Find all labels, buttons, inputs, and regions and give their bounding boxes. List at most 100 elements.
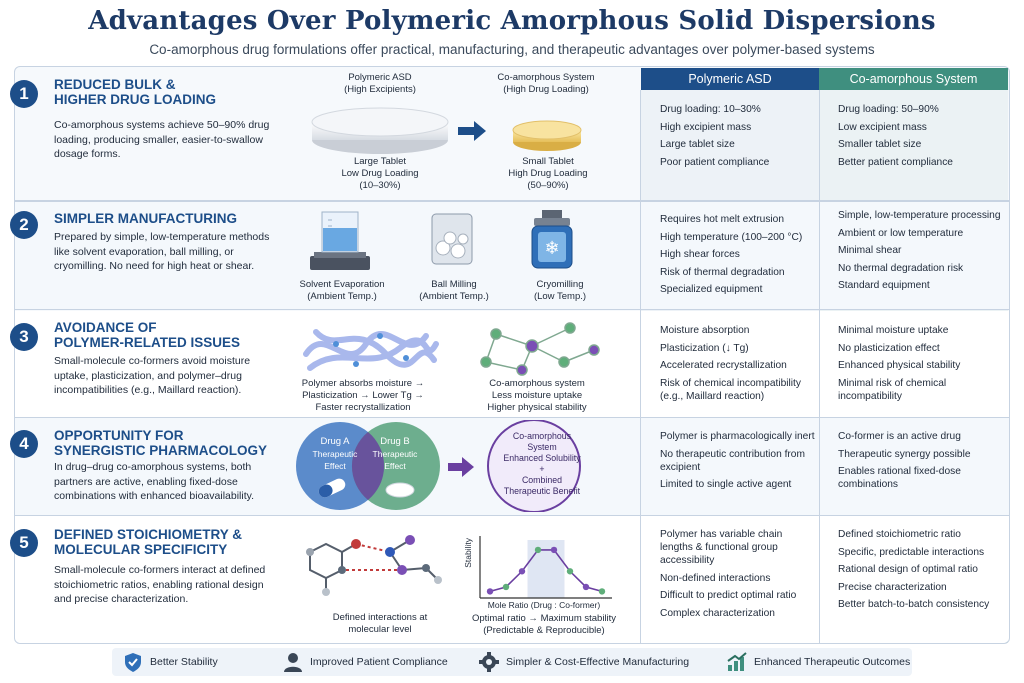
section-title-1: Reduced Bulk & Higher Drug Loading	[54, 77, 274, 107]
comparison-list-item: Plasticization (↓ Tg)	[660, 342, 749, 354]
ball-mill-jar-icon	[431, 213, 473, 265]
section-title-1-line2: Higher Drug Loading	[54, 92, 216, 107]
drug-a-label: Drug A Therapeutic Effect	[300, 436, 370, 472]
manufacturing-illustration: ❄	[310, 210, 573, 270]
combined-line5: Combined	[521, 475, 563, 485]
tablet-illustration	[311, 107, 582, 154]
comparison-list-item: Better batch-to-batch consistency	[838, 599, 990, 610]
comparison-list-item: Precise characterization	[838, 581, 947, 593]
column-divider-1	[640, 90, 641, 643]
drug-b-label: Drug B Therapeutic Effect	[362, 436, 428, 472]
comparison-list-item: Specialized equipment	[660, 284, 763, 295]
comparison-list-item: Requires hot melt extrusion	[660, 214, 785, 225]
section-title-3: Avoidance of Polymer-Related Issues	[54, 320, 274, 350]
polymer-caption-2: Plasticization → Lower Tg →	[302, 390, 424, 401]
drug-b-title: Drug B	[380, 436, 410, 447]
comparison-list-item: High excipient mass	[660, 121, 752, 133]
comparison-list-item: Enables rational fixed-dose combinations	[838, 466, 961, 490]
section-title-3-line2: Polymer-Related Issues	[54, 335, 241, 350]
drug-a-title: Drug A	[320, 436, 350, 447]
curve-point	[566, 568, 574, 575]
drug-b-sub2: Effect	[384, 461, 406, 471]
section-3-coamorphous-list: Minimal moisture uptake No plasticization…	[838, 324, 1006, 407]
shield-icon	[125, 653, 141, 672]
large-tablet-icon	[311, 107, 449, 154]
polymer-caption: Polymer absorbs moisture → Plasticizatio…	[292, 378, 434, 414]
comparison-list-item: Standard equipment	[838, 280, 930, 291]
section-title-5-line1: Defined Stoichiometry &	[54, 527, 243, 542]
cryomill-snowflake-icon: ❄	[531, 210, 573, 269]
comparison-list-item: Co-former is an active drug	[838, 431, 961, 442]
tablet-left-cap2: Low Drug Loading	[341, 168, 419, 179]
method-caption-1: Solvent Evaporation (Ambient Temp.)	[290, 279, 394, 303]
tablet-right-head: Co-amorphous System	[497, 72, 595, 83]
molecule-caption: Defined interactions at molecular level	[300, 612, 460, 636]
combined-line1: Co-amorphous	[512, 431, 572, 441]
comparison-list-item: Specific, predictable interactions	[838, 546, 985, 558]
comparison-list-item: Ambient or low temperature	[838, 227, 964, 239]
tablet-left-sub: (High Excipients)	[344, 84, 416, 95]
optimal-ratio-band	[527, 540, 565, 598]
ratio-caption-2: (Predictable & Reproducible)	[483, 625, 605, 636]
comparison-list-item: No plasticization effect	[838, 342, 940, 354]
synergy-venn-illustration	[296, 420, 581, 512]
curve-point	[598, 588, 606, 595]
curve-point	[518, 568, 526, 575]
comparison-list-item: Low excipient mass	[838, 121, 927, 133]
drug-a-sub2: Effect	[324, 461, 346, 471]
tablet-right-heading: Co-amorphous System (High Drug Loading)	[482, 72, 610, 96]
page-title: Advantages Over Polymeric Amorphous Soli…	[88, 6, 936, 36]
section-row-5	[15, 516, 1009, 643]
drug-a-sub1: Therapeutic	[312, 449, 358, 459]
tablet-left-cap3: (10–30%)	[359, 180, 401, 191]
combined-benefit-label: Co-amorphous System Enhanced Solubility …	[492, 431, 592, 497]
ratio-axis-label: Mole Ratio (Drug : Co-former)	[487, 600, 601, 610]
section-title-4: Opportunity for Synergistic Pharmacology	[54, 428, 274, 458]
tablet-right-cap2: High Drug Loading	[508, 168, 588, 179]
section-number-5: 5	[10, 529, 38, 557]
comparison-list-item: Moisture absorption	[660, 325, 750, 336]
water-droplet-icons	[333, 333, 409, 367]
stability-curve	[489, 549, 603, 593]
comparison-list-item: Poor patient compliance	[660, 156, 770, 168]
comparison-list-item: Simple, low-temperature processing	[838, 210, 1001, 221]
comparison-list-item: Minimal shear	[838, 245, 902, 256]
comparison-list-item: Drug loading: 10–30%	[660, 104, 761, 115]
section-title-2: Simpler Manufacturing	[54, 211, 274, 226]
drug-b-sub1: Therapeutic	[372, 449, 418, 459]
comparison-list-item: No thermal degradation risk	[838, 262, 964, 274]
curve-point	[486, 588, 494, 595]
comparison-list-item: Risk of chemical incompatibility (e.g., …	[660, 377, 801, 402]
molecular-network-icon	[480, 322, 600, 376]
comparison-list-item: Polymer is pharmacologically inert	[660, 431, 815, 442]
tablet-left-head: Polymeric ASD	[348, 72, 412, 83]
section-number-3: 3	[10, 323, 38, 351]
atom-icons	[306, 535, 442, 596]
section-title-4-line2: Synergistic Pharmacology	[54, 443, 268, 458]
curve-point	[550, 546, 558, 554]
section-desc-2: Prepared by simple, low-temperature meth…	[54, 231, 270, 272]
combined-line4: +	[539, 464, 545, 474]
comparison-list-item: Minimal moisture uptake	[838, 325, 949, 336]
section-title-5: Defined Stoichiometry & Molecular Specif…	[54, 527, 274, 557]
method-2-name: Ball Milling	[431, 279, 477, 290]
method-caption-3: Cryomilling (Low Temp.)	[510, 279, 610, 303]
curve-point	[502, 583, 510, 591]
section-row-2	[15, 201, 1009, 310]
comparison-list-item: Complex characterization	[660, 607, 775, 619]
comparison-list-item: Better patient compliance	[838, 156, 953, 168]
stability-curve-plot	[479, 536, 612, 599]
tablet-right-sub: (High Drug Loading)	[503, 84, 589, 95]
section-title-5-line2: Molecular Specificity	[54, 542, 228, 557]
footer-bar	[112, 648, 912, 676]
comparison-list-item: Non-defined interactions	[660, 572, 771, 584]
combined-line3: Enhanced Solubility	[503, 453, 581, 463]
comparison-list-item: Accelerated recrystallization	[660, 360, 787, 371]
tablet-right-cap3: (50–90%)	[527, 180, 569, 191]
stability-axis-label: Stability	[463, 538, 473, 568]
method-1-name: Solvent Evaporation	[299, 279, 385, 290]
